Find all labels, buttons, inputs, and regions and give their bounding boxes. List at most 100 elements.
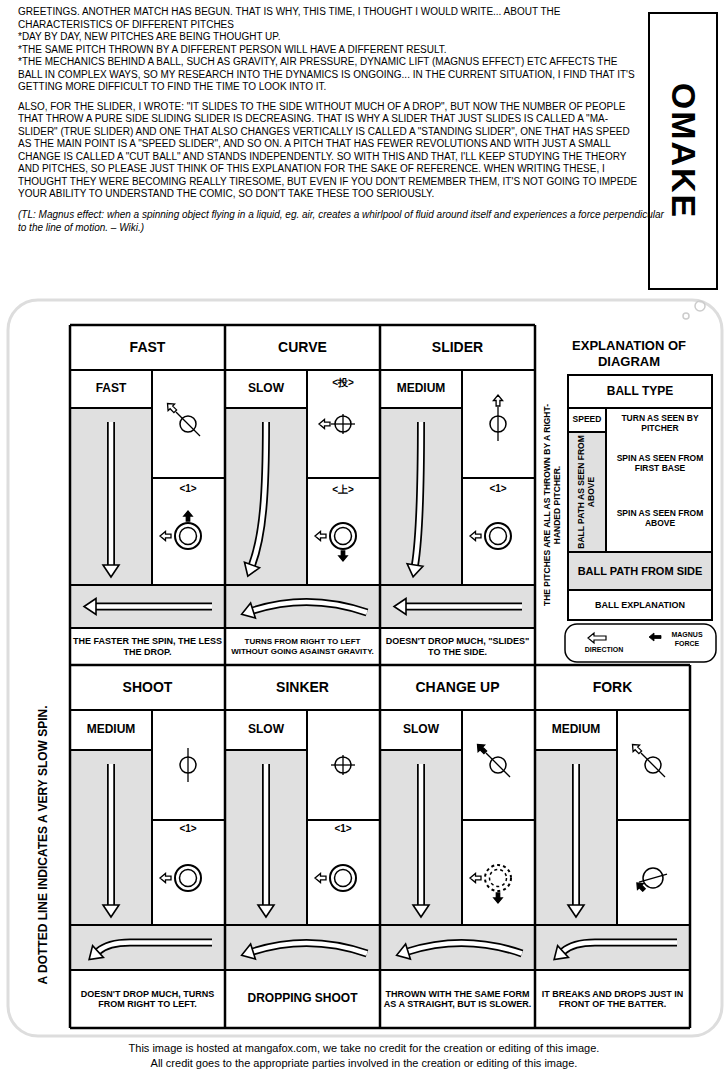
grid-line: [70, 369, 535, 371]
magnus-symbol: [649, 633, 661, 641]
grid-line: [70, 749, 152, 751]
legend-path-cell: [568, 432, 606, 552]
author-note: ALSO, FOR THE SLIDER, I WROTE: "IT SLIDE…: [18, 101, 644, 201]
direction-arrow: [470, 873, 481, 882]
grid-line: [225, 627, 380, 629]
pitch-explanation: THROWN WITH THE SAME FORM AS A STRAIGHT,…: [380, 970, 535, 1028]
path-above-cell: [380, 408, 462, 585]
side-path-band: [225, 925, 380, 970]
grid-line: [380, 627, 535, 629]
side-path-arrow-outline: [563, 943, 677, 952]
pitch-title-text: SLIDER: [432, 339, 483, 355]
spin-ring: [180, 528, 197, 545]
spin-axis: [486, 753, 510, 777]
side-path-arrow-fill: [98, 943, 212, 952]
pitch-title-text: FAST: [130, 339, 166, 355]
spin-axis: [497, 407, 498, 441]
grid-line: [151, 710, 153, 925]
grid-line: [70, 324, 535, 327]
grid-line: [568, 431, 606, 433]
path-above-arrow-head: [245, 562, 260, 576]
legend-spin-first-base-text: SPIN AS SEEN FROM FIRST BASE: [610, 454, 710, 474]
grid-line: [70, 584, 225, 586]
legend-box: [568, 375, 712, 620]
pitch-title-text: CURVE: [278, 339, 327, 355]
direction-arrow: [168, 404, 177, 413]
path-above-cell: [225, 408, 307, 585]
direction-arrow: [493, 395, 502, 406]
spin-ring: [485, 865, 511, 891]
speed-box: SLOW: [380, 710, 462, 750]
path-above-arrow-head: [103, 565, 119, 577]
pitch-explanation: DOESN'T DROP MUCH, TURNS FROM RIGHT TO L…: [70, 970, 225, 1028]
grid-line: [568, 407, 712, 409]
side-path-arrow-head: [84, 599, 96, 615]
pitch-title: SLIDER: [380, 325, 535, 370]
pitch-explanation: TURNS FROM RIGHT TO LEFT WITHOUT GOING A…: [225, 628, 380, 665]
legend-side-cell: [568, 552, 712, 590]
spin-view-label: <1>: [179, 823, 196, 834]
omake-box-text: OMAKE: [663, 21, 702, 281]
legend-ball-type-text: BALL TYPE: [607, 385, 673, 399]
spin-view-label: <1>: [489, 483, 506, 494]
pitch-explanation-text: DOESN'T DROP MUCH, TURNS FROM RIGHT TO L…: [72, 989, 223, 1010]
speed-box: MEDIUM: [70, 710, 152, 750]
grid-line: [535, 924, 690, 926]
legend-spin-first-base: SPIN AS SEEN FROM FIRST BASE: [608, 440, 712, 488]
side-path-arrow-head: [242, 603, 256, 618]
path-above-cell: [225, 750, 307, 925]
speed-box: FAST: [70, 370, 152, 408]
direction-arrow: [160, 873, 171, 882]
path-above-arrow-head: [413, 905, 429, 917]
pitch-title: FORK: [535, 665, 690, 710]
side-path-band: [380, 925, 535, 970]
spin-ring: [180, 870, 197, 887]
pitch-explanation-text: THROWN WITH THE SAME FORM AS A STRAIGHT,…: [382, 989, 533, 1010]
grid-line: [225, 584, 380, 586]
grid-line: [461, 710, 463, 925]
direction-arrow: [470, 531, 481, 540]
path-above-cell: [535, 750, 617, 925]
path-above-arrow-head: [407, 564, 423, 577]
path-above-arrow-outline: [252, 422, 266, 565]
pitch-explanation-text: TURNS FROM RIGHT TO LEFT WITHOUT GOING A…: [227, 637, 378, 655]
magnus-arrow: [494, 893, 502, 903]
path-above-arrow-head: [103, 905, 119, 917]
spin-axis: [639, 874, 667, 882]
grid-line: [70, 969, 225, 971]
spin-view-label: <投>: [332, 376, 354, 390]
grid-line: [307, 477, 380, 479]
vertical-note: THE PITCHES ARE ALL AS THROWN BY A RIGHT…: [543, 395, 563, 615]
spin-ring: [335, 528, 352, 545]
pitch-title-text: FORK: [593, 679, 633, 695]
speed-box: MEDIUM: [380, 370, 462, 408]
side-path-band: [380, 585, 535, 628]
legend-path-above-text: BALL PATH AS SEEN FROM ABOVE: [577, 435, 597, 549]
side-path-band: [70, 585, 225, 628]
spin-axis: [187, 748, 188, 782]
pitch-explanation-text: DOESN'T DROP MUCH, "SLIDES" TO THE SIDE.: [382, 636, 533, 657]
grid-line: [380, 969, 535, 971]
path-above-cell: [70, 408, 152, 585]
legend-turn: TURN AS SEEN BY PITCHER: [608, 410, 712, 438]
grid-line: [605, 408, 607, 552]
side-path-arrow-outline: [408, 943, 522, 954]
path-above-arrow-outline: [415, 422, 421, 565]
direction-arrow: [315, 531, 326, 540]
side-path-arrow-fill: [408, 943, 522, 954]
speed-box-text: SLOW: [248, 723, 284, 737]
spin-ring: [335, 870, 352, 887]
side-path-band: [225, 585, 380, 628]
grid-line: [70, 407, 152, 409]
direction-arrow: [633, 745, 642, 754]
legend-path-above: BALL PATH AS SEEN FROM ABOVE: [568, 432, 606, 552]
grid-line: [70, 627, 225, 629]
grid-line: [568, 551, 712, 553]
cloud-bubble: [683, 313, 689, 319]
pitch-title-text: SHOOT: [123, 679, 173, 695]
legend-side-path: BALL PATH FROM SIDE: [568, 552, 712, 590]
grid-line: [307, 819, 380, 821]
side-path-arrow-fill: [96, 604, 212, 609]
pitch-explanation-text: IT BREAKS AND DROPS JUST IN FRONT OF THE…: [537, 989, 688, 1010]
